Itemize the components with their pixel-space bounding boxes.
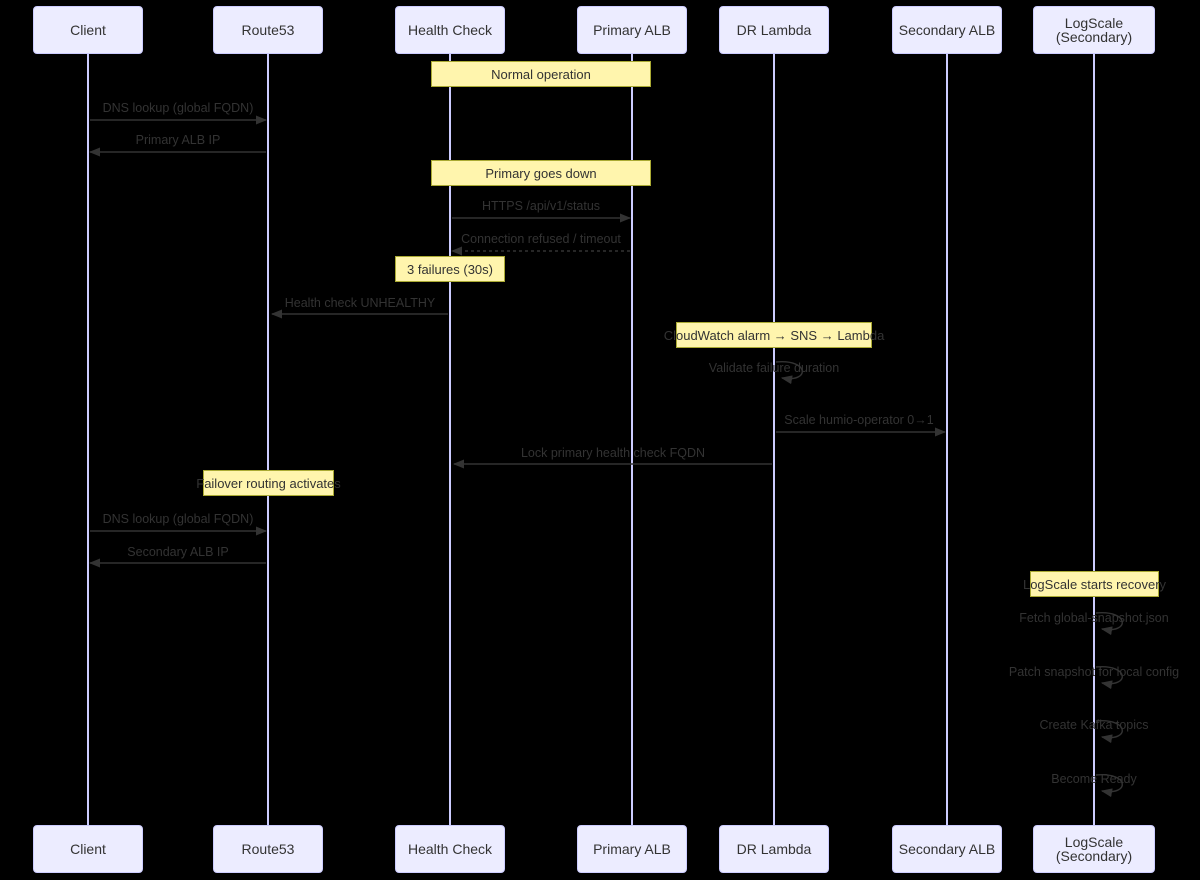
participant-logscale-top[interactable]: LogScale (Secondary) (1033, 6, 1155, 54)
msg-https-status-label: HTTPS /api/v1/status (481, 199, 601, 213)
msg-validate-duration-arrow (775, 361, 803, 385)
participant-label: DR Lambda (736, 841, 812, 857)
participant-route53-bottom[interactable]: Route53 (213, 825, 323, 873)
note-logscale-recovery: LogScale starts recovery (1023, 571, 1166, 597)
participant-client-bottom[interactable]: Client (33, 825, 143, 873)
participant-label: Health Check (407, 841, 493, 857)
participant-label: LogScale (Secondary) (1055, 834, 1133, 864)
msg-become-ready-label: Become Ready (1051, 772, 1137, 786)
msg-create-topics-arrow (1095, 720, 1123, 744)
participant-label: Health Check (407, 22, 493, 38)
msg-fetch-snapshot-label: Fetch global-snapshot.json (1019, 611, 1169, 625)
note-cloudwatch-alarm: CloudWatch alarm → SNS → Lambda (664, 322, 884, 348)
msg-patch-snapshot-label: Patch snapshot for local config (1008, 665, 1180, 679)
participant-label: LogScale (Secondary) (1055, 15, 1133, 45)
note-text: Normal operation (491, 66, 591, 82)
msg-health-unhealthy-label: Health check UNHEALTHY (284, 296, 436, 310)
note-text: CloudWatch alarm → SNS → Lambda (663, 327, 885, 343)
participant-primary-top[interactable]: Primary ALB (577, 6, 687, 54)
note-failover-routing: Failover routing activates (196, 470, 341, 496)
participant-label: Primary ALB (593, 22, 671, 38)
note-text: LogScale starts recovery (1022, 576, 1167, 592)
note-text: Primary goes down (485, 165, 597, 181)
participant-secondary-bottom[interactable]: Secondary ALB (892, 825, 1002, 873)
msg-become-ready-arrow (1095, 774, 1123, 798)
message-arrows-group (88, 115, 1123, 798)
participant-label: DR Lambda (736, 22, 812, 38)
msg-dns-lookup-1-label: DNS lookup (global FQDN) (102, 101, 254, 115)
participant-health-bottom[interactable]: Health Check (395, 825, 505, 873)
msg-connection-refused-label: Connection refused / timeout (461, 232, 621, 246)
msg-create-topics-label: Create Kafka topics (1039, 718, 1149, 732)
note-text: Failover routing activates (196, 475, 341, 491)
participant-label: Client (70, 22, 106, 38)
participant-label: Primary ALB (593, 841, 671, 857)
msg-scale-operator-label: Scale humio-operator 0→1 (784, 413, 934, 427)
participant-label: Route53 (241, 22, 295, 38)
participant-health-top[interactable]: Health Check (395, 6, 505, 54)
note-normal-operation: Normal operation (431, 61, 651, 87)
note-primary-down: Primary goes down (431, 160, 651, 186)
msg-primary-alb-ip-label: Primary ALB IP (135, 133, 221, 147)
msg-lock-fqdn-label: Lock primary health check FQDN (520, 446, 706, 460)
msg-secondary-alb-ip-label: Secondary ALB IP (127, 545, 229, 559)
participant-label: Secondary ALB (898, 841, 996, 857)
participant-secondary-top[interactable]: Secondary ALB (892, 6, 1002, 54)
participant-lambda-bottom[interactable]: DR Lambda (719, 825, 829, 873)
msg-validate-duration-label: Validate failure duration (708, 361, 840, 375)
participant-label: Secondary ALB (898, 22, 996, 38)
msg-dns-lookup-2-label: DNS lookup (global FQDN) (102, 512, 254, 526)
participant-label: Route53 (241, 841, 295, 857)
participant-label: Client (70, 841, 106, 857)
msg-fetch-snapshot-arrow (1095, 612, 1123, 636)
participant-client-top[interactable]: Client (33, 6, 143, 54)
note-text: 3 failures (30s) (407, 261, 493, 277)
msg-patch-snapshot-arrow (1095, 666, 1123, 690)
note-three-failures: 3 failures (30s) (395, 256, 505, 282)
participant-logscale-bottom[interactable]: LogScale (Secondary) (1033, 825, 1155, 873)
participant-primary-bottom[interactable]: Primary ALB (577, 825, 687, 873)
participant-route53-top[interactable]: Route53 (213, 6, 323, 54)
participant-lambda-top[interactable]: DR Lambda (719, 6, 829, 54)
